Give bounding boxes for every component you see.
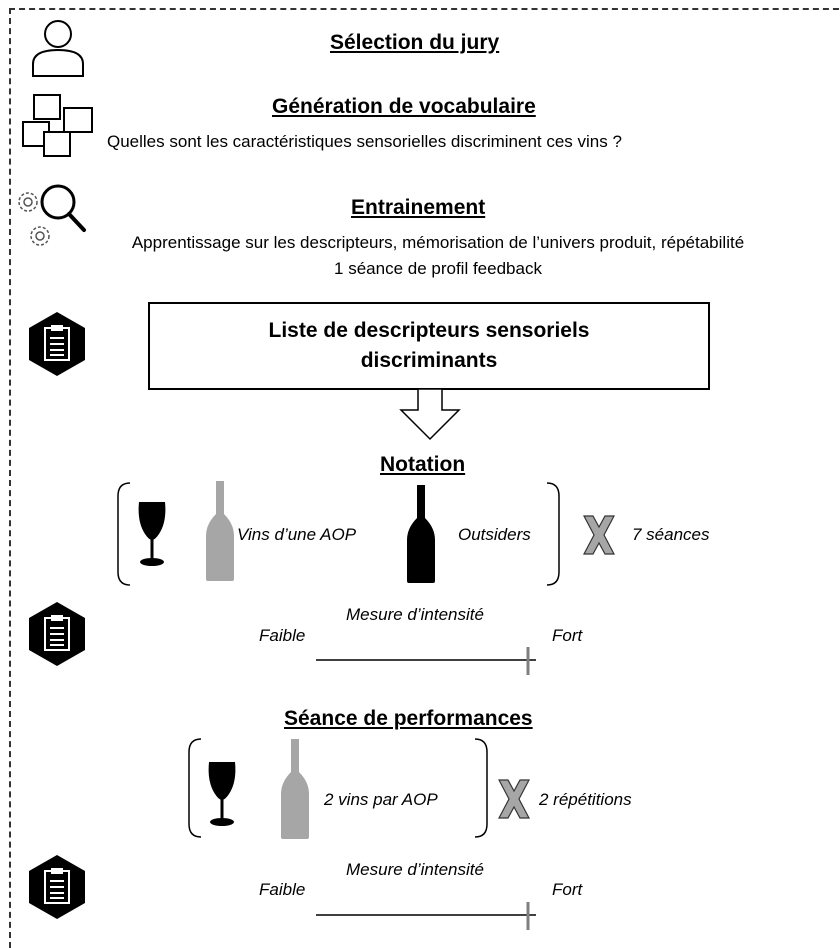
outsiders-label: Outsiders: [458, 525, 531, 544]
left-bracket: [117, 482, 131, 586]
left-bracket: [188, 738, 202, 838]
intensity-scale-line: [316, 647, 536, 675]
dashed-frame: [9, 8, 840, 948]
person-icon: [32, 20, 84, 77]
vocab-title: Génération de vocabulaire: [272, 95, 536, 118]
scale-low-label: Faible: [259, 626, 306, 645]
training-title: Entrainement: [351, 196, 486, 219]
clipboard-hexagon-icon: [29, 855, 85, 919]
right-bracket: [474, 738, 488, 838]
right-bracket: [546, 482, 560, 586]
wine-bottle-icon: [407, 485, 435, 583]
wine-bottle-icon: [281, 739, 309, 839]
clipboard-hexagon-icon: [29, 602, 85, 666]
selection-title: Sélection du jury: [330, 31, 500, 54]
clipboard-hexagon-icon: [29, 312, 85, 376]
notation-title: Notation: [380, 453, 466, 476]
intensity-scale-title: Mesure d’intensité: [346, 860, 484, 879]
wine-glass-icon: [138, 502, 166, 566]
intensity-scale-title: Mesure d’intensité: [346, 605, 484, 624]
performance-title: Séance de performances: [284, 707, 533, 730]
gears-magnifier-icon: [18, 184, 86, 246]
training-line2: 1 séance de profil feedback: [334, 259, 542, 278]
descriptor-list-text: Liste de descripteurs sensoriels discrim…: [268, 319, 590, 372]
scale-high-label: Fort: [552, 626, 583, 645]
repetitions-label: 2 répétitions: [539, 790, 632, 809]
training-line1: Apprentissage sur les descripteurs, mémo…: [131, 233, 745, 252]
descriptor-list-box: Liste de descripteurs sensoriels discrim…: [148, 302, 710, 390]
aop-pair-label: 2 vins par AOP: [324, 790, 438, 809]
sessions-label: 7 séances: [632, 525, 710, 544]
vocab-question: Quelles sont les caractéristiques sensor…: [107, 132, 622, 151]
multiply-icon: [583, 515, 615, 555]
sticky-notes-icon: [22, 94, 93, 157]
wine-glass-icon: [208, 762, 236, 826]
intensity-scale-line: [316, 902, 536, 930]
aop-wines-label: Vins d’une AOP: [237, 525, 357, 544]
multiply-icon: [498, 779, 530, 819]
scale-high-label: Fort: [552, 880, 583, 899]
scale-low-label: Faible: [259, 880, 306, 899]
wine-bottle-icon: [206, 481, 234, 581]
down-arrow-icon: [399, 388, 461, 441]
